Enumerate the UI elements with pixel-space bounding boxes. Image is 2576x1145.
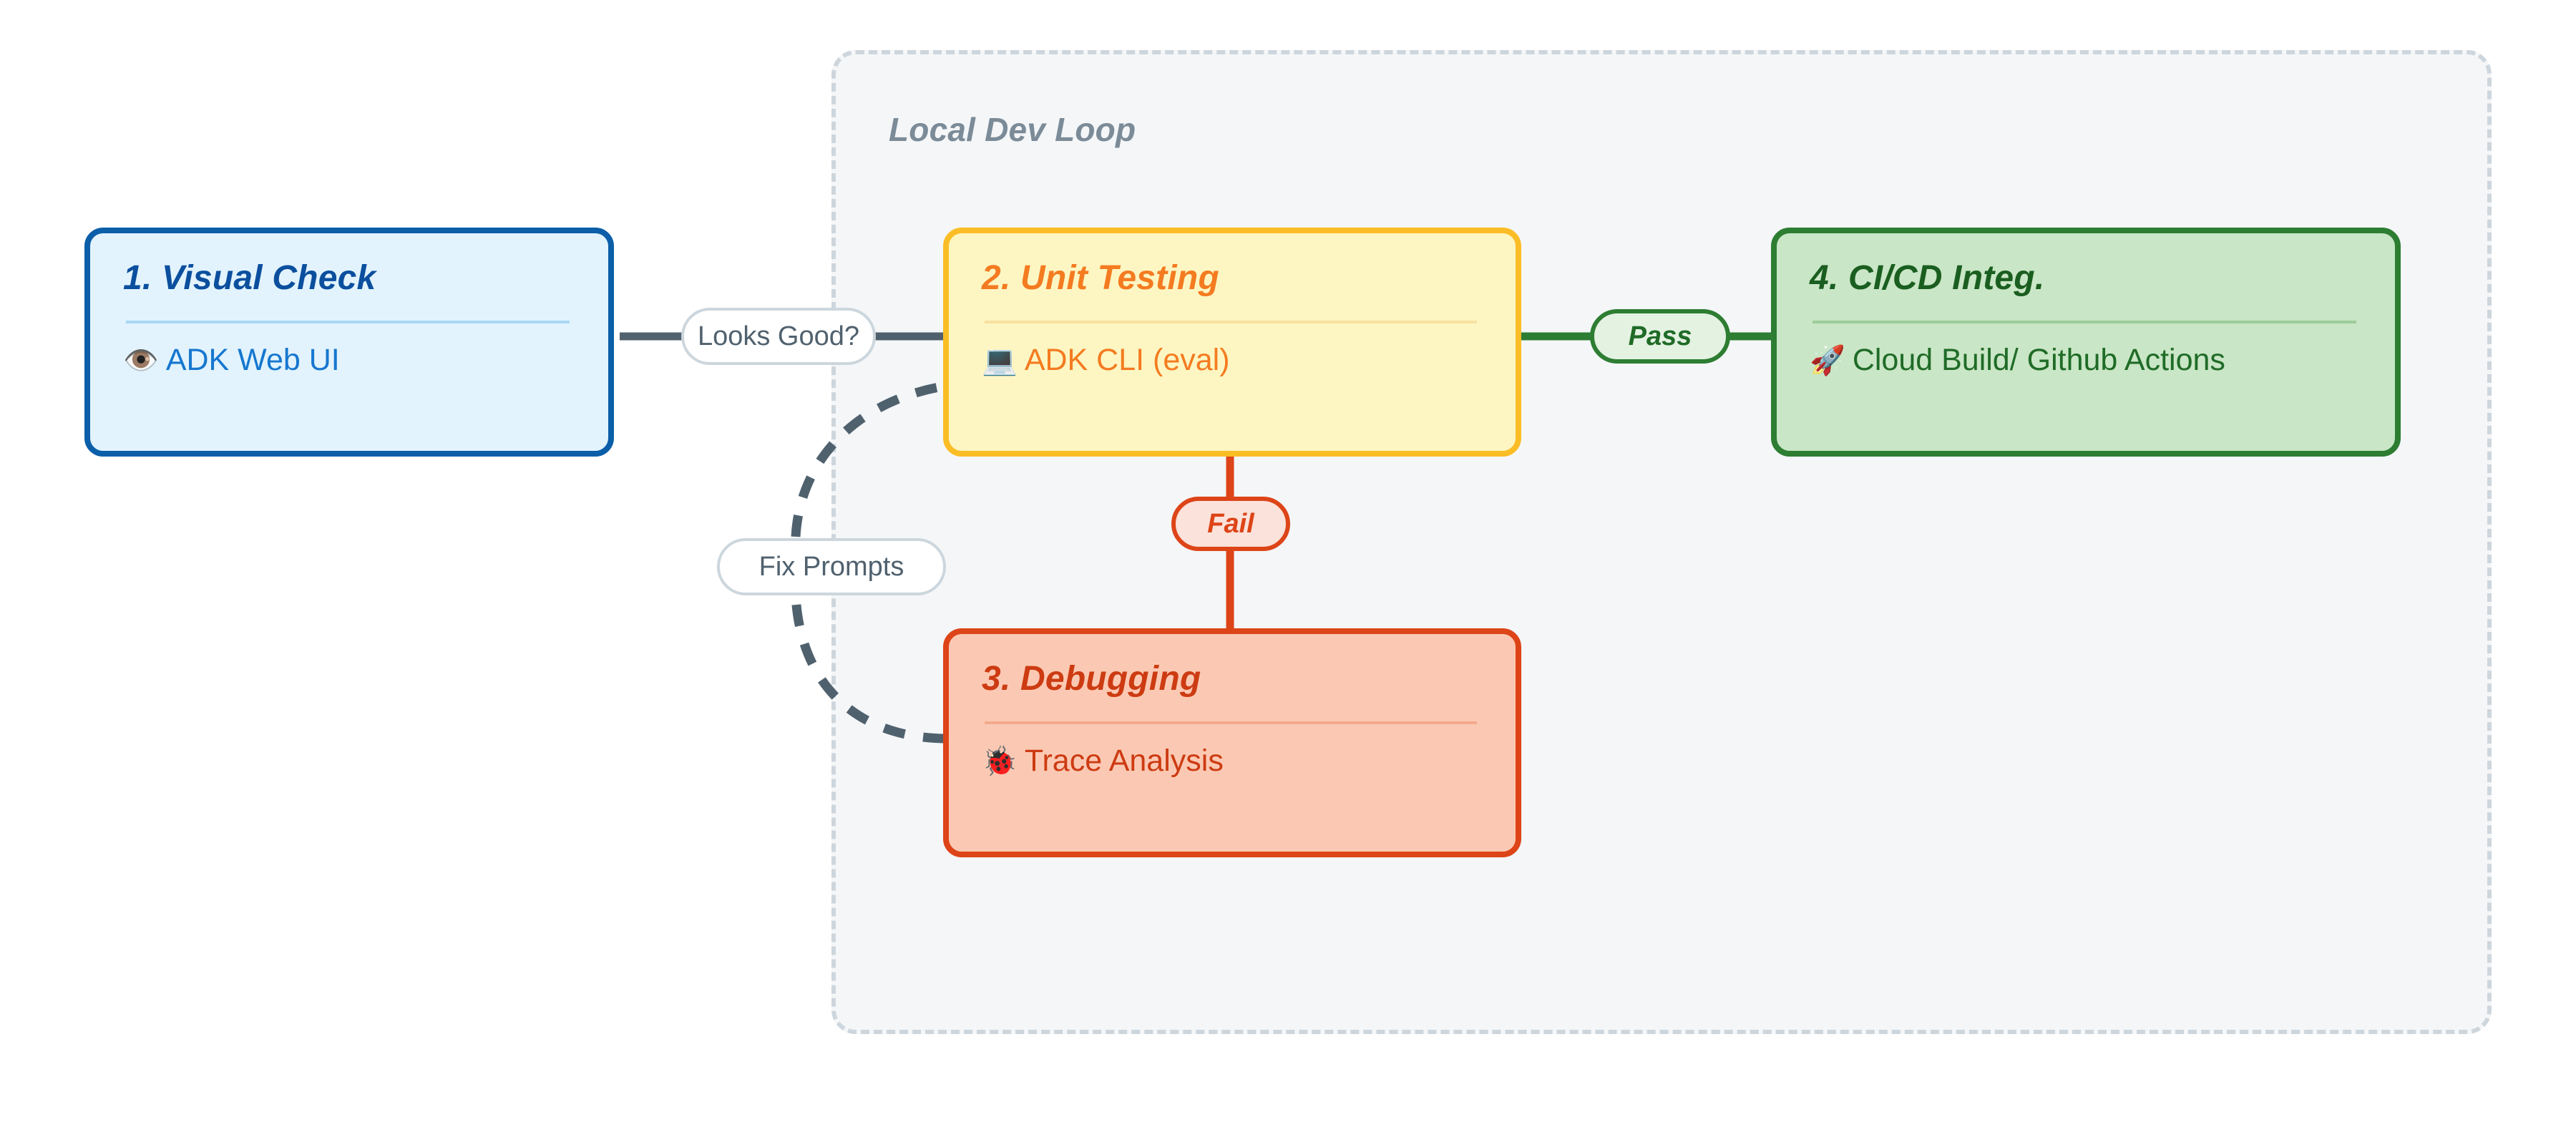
node-unit-testing-body: 💻ADK CLI (eval) xyxy=(982,344,1483,377)
node-debugging-divider xyxy=(985,721,1477,725)
node-visual-check-body: 👁️ADK Web UI xyxy=(123,344,575,377)
laptop-icon: 💻 xyxy=(982,344,1018,378)
node-debugging-body: 🐞Trace Analysis xyxy=(982,744,1483,778)
node-unit-testing-title: 2. Unit Testing xyxy=(982,259,1219,297)
node-visual-check[interactable]: 1. Visual Check 👁️ADK Web UI xyxy=(84,228,614,457)
edge-label-pass[interactable]: Pass xyxy=(1590,309,1730,364)
node-cicd-body-text: Cloud Build/ Github Actions xyxy=(1852,343,2225,378)
node-cicd-divider xyxy=(1813,321,2356,324)
node-cicd-body: 🚀Cloud Build/ Github Actions xyxy=(1810,344,2362,377)
edge-label-fix-prompts[interactable]: Fix Prompts xyxy=(717,538,946,595)
subgraph-title: Local Dev Loop xyxy=(889,111,1136,148)
node-debugging-body-text: Trace Analysis xyxy=(1024,744,1224,779)
edge-label-fail[interactable]: Fail xyxy=(1171,497,1290,551)
node-debugging[interactable]: 3. Debugging 🐞Trace Analysis xyxy=(943,628,1521,857)
edge-label-looks-good[interactable]: Looks Good? xyxy=(681,308,876,365)
node-unit-testing-body-text: ADK CLI (eval) xyxy=(1024,343,1230,378)
bug-icon: 🐞 xyxy=(982,745,1018,779)
node-visual-check-body-text: ADK Web UI xyxy=(165,343,340,378)
node-debugging-title: 3. Debugging xyxy=(982,660,1201,698)
node-unit-testing[interactable]: 2. Unit Testing 💻ADK CLI (eval) xyxy=(943,228,1521,457)
node-cicd-title: 4. CI/CD Integ. xyxy=(1810,259,2045,297)
eye-icon: 👁️ xyxy=(123,344,159,378)
node-cicd[interactable]: 4. CI/CD Integ. 🚀Cloud Build/ Github Act… xyxy=(1771,228,2401,457)
node-visual-check-divider xyxy=(126,321,570,324)
rocket-icon: 🚀 xyxy=(1810,344,1845,378)
node-visual-check-title: 1. Visual Check xyxy=(123,259,376,297)
subgraph-local-dev-loop xyxy=(831,50,2492,1034)
node-unit-testing-divider xyxy=(985,321,1477,324)
